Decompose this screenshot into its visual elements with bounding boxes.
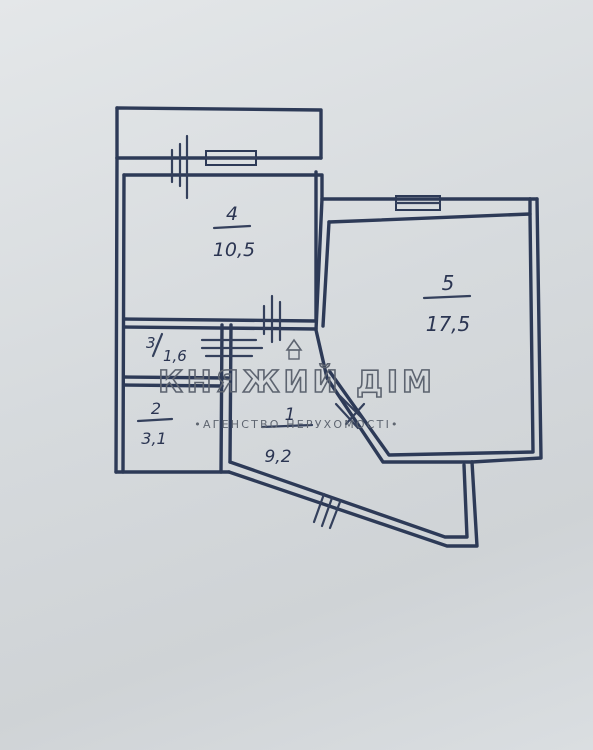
room-2-area: 3,1 — [141, 429, 166, 448]
room-1-number: 1 — [285, 405, 296, 425]
balcony-door-mark — [170, 134, 189, 200]
watermark-brand: КНЯЖИЙ ДІМ — [158, 364, 436, 400]
room-5-area: 17,5 — [426, 312, 471, 336]
room-1-label: 1 9,2 — [260, 405, 314, 467]
room-3-number: 3 — [146, 334, 156, 352]
room-5-label: 5 17,5 — [422, 271, 472, 336]
outer-walls — [114, 156, 543, 548]
entrance-door-mark — [312, 492, 342, 530]
window-room-4 — [204, 150, 258, 166]
room-3-label: 3 1,6 — [146, 332, 187, 365]
room-3-area: 1,6 — [163, 347, 187, 365]
house-icon — [285, 338, 303, 360]
room-2-label: 2 3,1 — [136, 399, 174, 448]
room-1-area: 9,2 — [264, 447, 291, 467]
watermark: КНЯЖИЙ ДІМ •АГЕНСТВО НЕРУХОМОСТІ• — [157, 338, 436, 431]
room-5-walls — [314, 197, 535, 464]
room-4-number: 4 — [226, 203, 238, 225]
door-mark-room-4 — [262, 294, 282, 344]
room-4-label: 4 10,5 — [213, 203, 255, 261]
room-4-area: 10,5 — [213, 239, 255, 261]
door-mark-room-5 — [334, 394, 366, 430]
watermark-tagline: •АГЕНСТВО НЕРУХОМОСТІ• — [194, 418, 399, 431]
door-mark-room-3 — [200, 338, 264, 358]
room-2-number: 2 — [151, 399, 161, 418]
room-5-number: 5 — [442, 271, 455, 295]
partitions — [122, 170, 469, 539]
window-room-5 — [394, 195, 442, 211]
